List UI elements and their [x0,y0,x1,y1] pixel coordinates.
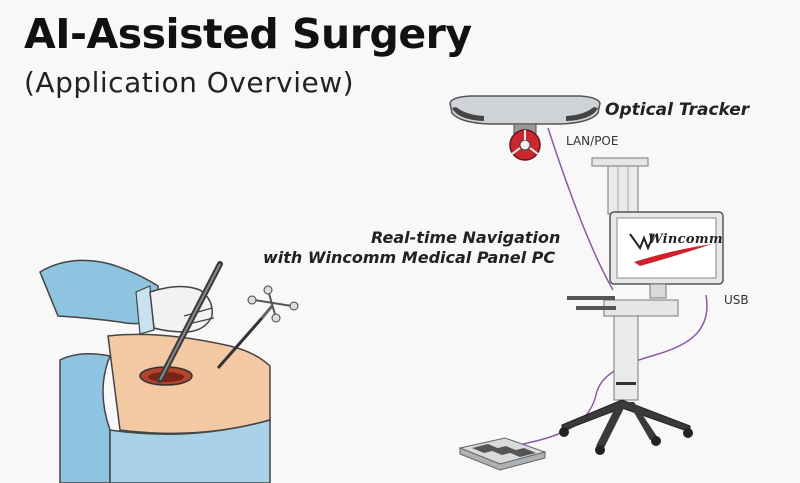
foot-pedal [458,437,547,471]
navigation-label-line2: with Wincomm Medical Panel PC [263,248,556,267]
optical-tracker-label: Optical Tracker [605,100,750,120]
lan-poe-label: LAN/POE [566,134,619,148]
usb-cable [494,294,708,453]
patient-body [59,333,271,483]
page-subtitle: (Application Overview) [24,66,355,99]
usb-label: USB [724,293,749,307]
lan-poe-cable [547,127,614,291]
surgeon-hand [39,259,223,383]
panel-pc-monitor [609,211,724,299]
navigation-label-line1: Real-time Navigation [371,228,561,247]
optical-tracker [449,95,601,161]
medical-cart [559,157,693,455]
page-title: AI-Assisted Surgery [24,10,472,58]
wincomm-logo: Wincomm [648,232,723,247]
tracked-tool [216,285,299,369]
